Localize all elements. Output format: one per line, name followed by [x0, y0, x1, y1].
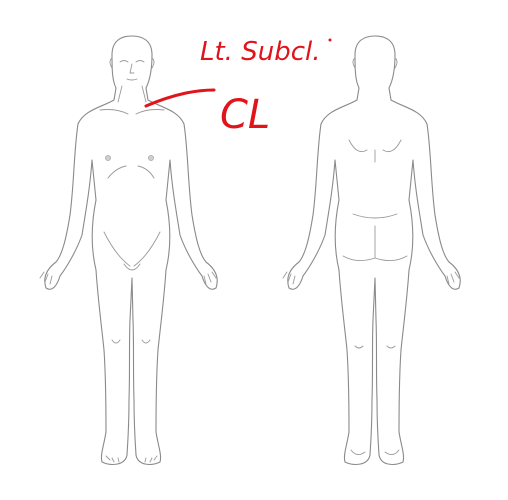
front-left-clavicle [99, 109, 129, 115]
back-body-figure [282, 35, 461, 465]
front-right-nipple [148, 155, 154, 161]
back-lower-back [352, 213, 398, 219]
front-body-outline [44, 35, 218, 465]
front-left-groin [103, 231, 131, 267]
front-left-nipple [105, 155, 111, 161]
front-right-toes [144, 455, 158, 463]
back-left-heel [350, 449, 366, 455]
back-right-heel [384, 449, 400, 455]
front-left-knee [111, 339, 121, 344]
front-right-ear [151, 57, 155, 69]
front-left-toes [105, 455, 120, 463]
front-right-groin [133, 231, 161, 267]
front-neck-line-right [141, 85, 147, 103]
front-mouth [126, 78, 138, 81]
back-left-fingers [282, 271, 296, 285]
front-genital-outline [123, 263, 141, 271]
back-left-scapula [348, 139, 368, 153]
front-right-knee [141, 339, 151, 344]
back-left-ear [352, 57, 356, 69]
back-right-knee [386, 345, 396, 349]
front-body-figure [39, 35, 218, 465]
back-right-scapula [382, 139, 402, 153]
front-left-ear [109, 57, 113, 69]
annotation-dot [328, 38, 332, 42]
front-right-eye [135, 60, 145, 63]
back-right-ear [394, 57, 398, 69]
front-right-fingers [203, 271, 217, 285]
annotation-line-1: Lt. Subcl. [200, 37, 320, 67]
front-nose [129, 63, 135, 74]
front-left-eye [119, 60, 129, 63]
back-body-outline [287, 35, 461, 465]
back-right-buttock [374, 255, 408, 261]
back-left-knee [354, 345, 364, 349]
front-right-ribline [137, 165, 155, 179]
front-left-ribline [107, 165, 127, 179]
front-left-fingers [39, 271, 53, 285]
back-right-fingers [446, 271, 460, 285]
annotation-pointer-line [144, 88, 216, 108]
front-neck-line-left [117, 85, 123, 103]
annotation-line-2: CL [220, 92, 270, 138]
front-right-clavicle [135, 109, 165, 115]
handwritten-annotation: Lt. Subcl. CL [144, 37, 332, 138]
back-left-buttock [342, 255, 376, 261]
